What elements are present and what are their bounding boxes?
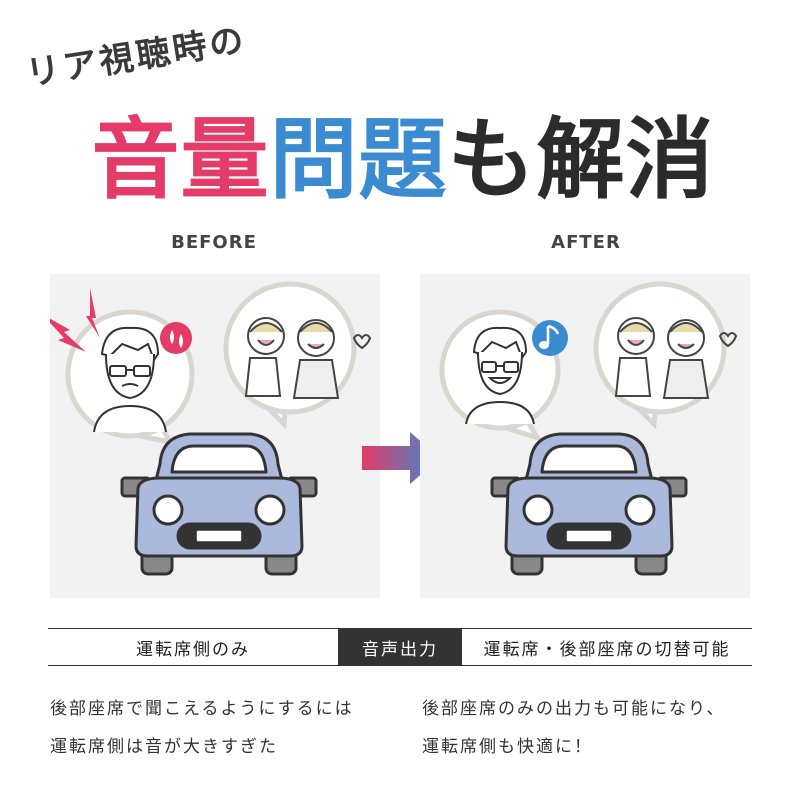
before-output-text: 運転席側のみ: [136, 639, 250, 660]
headline-part-solved: も解消: [447, 107, 715, 211]
audio-output-label: 音声出力: [338, 629, 462, 665]
after-label: AFTER: [551, 232, 621, 253]
happy-driver: [465, 326, 535, 425]
car-illustration: [490, 432, 688, 576]
kids-speech-bubble: [593, 281, 727, 430]
frustrated-driver: [93, 326, 167, 433]
happy-kids: [614, 317, 710, 399]
after-desc-line-2: 運転席側も快適に！: [422, 737, 593, 757]
headline: 音量 問題 も解消: [58, 92, 748, 212]
heart-icon: [352, 334, 372, 350]
after-desc-line-1: 後部座席のみの出力も可能になり、: [422, 699, 726, 719]
after-panel: [420, 274, 750, 598]
headline-part-volume: 音量: [91, 107, 270, 211]
heart-icon: [718, 332, 738, 348]
after-description: 後部座席のみの出力も可能になり、 運転席側も快適に！: [422, 690, 725, 766]
comparison-bar: 運転席側のみ 音声出力 運転席・後部座席の切替可能: [48, 628, 752, 666]
before-desc-line-2: 運転席側は音が大きすぎた: [50, 737, 278, 757]
kids-speech-bubble: [223, 281, 357, 430]
sweat-drop-icon: [160, 322, 192, 354]
headline-part-problem: 問題: [269, 107, 448, 211]
before-panel: [50, 274, 380, 598]
before-label: BEFORE: [171, 232, 257, 253]
before-description: 後部座席で聞こえるようにするには 運転席側は音が大きすぎた: [50, 690, 354, 766]
lightning-icon: [50, 288, 100, 352]
before-desc-line-1: 後部座席で聞こえるようにするには: [50, 699, 354, 719]
music-note-icon: [532, 320, 568, 356]
happy-kids: [244, 317, 340, 399]
after-illustration: [439, 281, 738, 576]
before-illustration: [50, 281, 372, 576]
car-illustration: [120, 432, 318, 576]
after-output-text: 運転席・後部座席の切替可能: [483, 639, 731, 660]
